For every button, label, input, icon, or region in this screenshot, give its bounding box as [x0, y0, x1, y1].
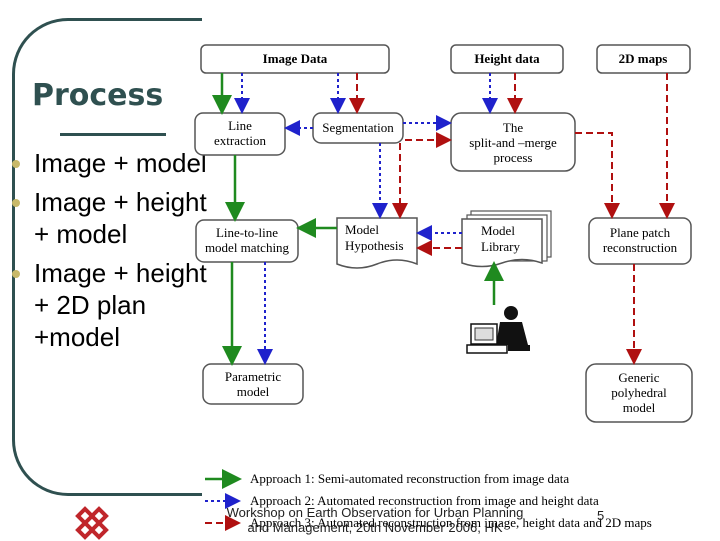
bullet-text: +model: [34, 322, 120, 352]
legend-entry: Approach 1: Semi-automated reconstructio…: [250, 471, 569, 486]
node-parametric-model: Parametric model: [202, 363, 304, 405]
node-height-data: Height data: [450, 44, 564, 74]
node-label: 2D maps: [619, 51, 668, 66]
node-segmentation: Segmentation: [312, 112, 404, 144]
node-label: Image Data: [263, 51, 328, 66]
node-label: Generic: [618, 370, 659, 385]
legend: Approach 1: Semi-automated reconstructio…: [205, 469, 652, 531]
node-label: reconstruction: [603, 240, 678, 255]
bullet-list: Image + model Image + height + model Ima…: [12, 147, 222, 360]
bullet-text: Image + height: [34, 258, 207, 288]
node-plane-patch: Plane patch reconstruction: [588, 217, 692, 265]
node-label: Model: [345, 222, 379, 237]
approach2-arrows: [234, 73, 498, 365]
node-label: model: [623, 400, 656, 415]
node-split-merge: The split-and –merge process: [450, 112, 576, 172]
node-label: Hypothesis: [345, 238, 404, 253]
bullet-dot-icon: [12, 160, 20, 168]
footer-line: and Management, 20th November 2006, HK: [247, 520, 503, 535]
node-2d-maps: 2D maps: [596, 44, 691, 74]
slide-frame-arc: [12, 18, 202, 496]
bullet-dot-icon: [12, 199, 20, 207]
node-label: Library: [481, 239, 520, 254]
approach3-arrows: [349, 73, 675, 365]
footer-text: Workshop on Earth Observation for Urban …: [205, 505, 545, 535]
operator-computer-icon: [466, 306, 530, 354]
title-underline: [60, 133, 166, 136]
node-label: Plane patch: [610, 225, 671, 240]
university-logo: [75, 506, 109, 540]
node-label: Height data: [474, 51, 540, 66]
node-label: model matching: [205, 240, 290, 255]
legend-entry: Approach 2: Automated reconstruction fro…: [250, 493, 599, 508]
bullet-text: Image + height: [34, 187, 207, 217]
node-label: split-and –merge: [469, 135, 557, 150]
node-label: model: [237, 384, 270, 399]
bullet-item: Image + model: [12, 147, 222, 179]
node-label: extraction: [214, 133, 266, 148]
node-label: Line: [228, 118, 252, 133]
bullet-dot-icon: [12, 270, 20, 278]
node-generic-polyhedral: Generic polyhedral model: [585, 363, 693, 423]
legend-entry: Approach 3: Automated reconstruction fro…: [250, 515, 652, 530]
bullet-text: Image + model: [34, 148, 207, 178]
node-model-library: Model Library: [461, 210, 552, 268]
node-label: The: [503, 120, 523, 135]
approach1-arrows: [212, 73, 504, 366]
bullet-text: + model: [34, 219, 128, 249]
footer-line: Workshop on Earth Observation for Urban …: [226, 505, 524, 520]
node-image-data: Image Data: [200, 44, 390, 74]
node-label: process: [494, 150, 533, 165]
bullet-item: Image + height + model: [12, 186, 222, 250]
node-model-hypothesis: Model Hypothesis: [336, 217, 418, 269]
node-label: polyhedral: [611, 385, 667, 400]
bullet-item: Image + height + 2D plan +model: [12, 257, 222, 353]
node-line-matching: Line-to-line model matching: [195, 219, 299, 263]
node-line-extraction: Line extraction: [194, 112, 286, 156]
node-label: Model: [481, 223, 515, 238]
slide-title: Process: [32, 78, 164, 113]
node-label: Parametric: [225, 369, 282, 384]
node-label: Line-to-line: [216, 225, 278, 240]
bullet-text: + 2D plan: [34, 290, 147, 320]
node-label: Segmentation: [322, 120, 394, 135]
page-number: 5: [597, 508, 605, 523]
